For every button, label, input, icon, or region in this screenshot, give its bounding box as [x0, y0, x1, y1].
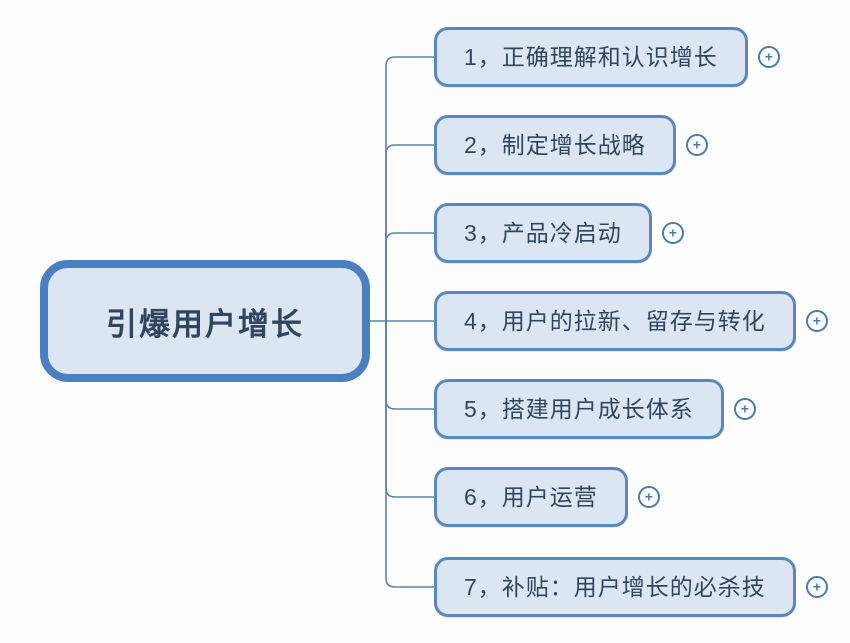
- plus-icon: +: [668, 224, 677, 241]
- branch-node-4[interactable]: 4，用户的拉新、留存与转化: [434, 291, 796, 351]
- branch-node-label: 2，制定增长战略: [464, 131, 646, 158]
- branch-node-5[interactable]: 5，搭建用户成长体系: [434, 379, 724, 439]
- root-node-label: 引爆用户增长: [106, 306, 304, 342]
- branch-node-3[interactable]: 3，产品冷启动: [434, 203, 652, 263]
- branch-node-label: 1，正确理解和认识增长: [464, 43, 718, 70]
- branch-node-label: 7，补贴：用户增长的必杀技: [464, 573, 766, 600]
- plus-icon: +: [644, 488, 653, 505]
- plus-icon: +: [740, 400, 749, 417]
- plus-icon: +: [764, 48, 773, 65]
- branch-row-2: 2，制定增长战略 +: [434, 115, 708, 175]
- connector-branch-3: [385, 232, 434, 321]
- connector-branch-2: [385, 144, 434, 321]
- branch-node-label: 5，搭建用户成长体系: [464, 395, 694, 422]
- branch-node-label: 4，用户的拉新、留存与转化: [464, 307, 766, 334]
- expand-button-6[interactable]: +: [637, 486, 660, 508]
- root-node[interactable]: 引爆用户增长: [40, 260, 370, 382]
- branch-row-5: 5，搭建用户成长体系 +: [434, 379, 756, 439]
- expand-button-2[interactable]: +: [685, 134, 708, 156]
- plus-icon: +: [812, 578, 821, 595]
- branch-row-1: 1，正确理解和认识增长 +: [434, 27, 780, 87]
- branch-node-label: 6，用户运营: [464, 483, 598, 510]
- branch-node-7[interactable]: 7，补贴：用户增长的必杀技: [434, 557, 796, 617]
- plus-icon: +: [812, 312, 821, 329]
- plus-icon: +: [692, 136, 701, 153]
- branch-row-3: 3，产品冷启动 +: [434, 203, 684, 263]
- connector-branch-7: [385, 321, 434, 588]
- branch-node-6[interactable]: 6，用户运营: [434, 467, 628, 527]
- expand-button-7[interactable]: +: [805, 576, 828, 598]
- branch-row-6: 6，用户运营 +: [434, 467, 660, 527]
- connector-branch-1: [385, 56, 434, 321]
- branch-row-4: 4，用户的拉新、留存与转化 +: [434, 291, 828, 351]
- branch-node-1[interactable]: 1，正确理解和认识增长: [434, 27, 748, 87]
- expand-button-1[interactable]: +: [757, 46, 780, 68]
- expand-button-4[interactable]: +: [805, 310, 828, 332]
- branch-node-label: 3，产品冷启动: [464, 219, 622, 246]
- connector-branch-5: [385, 321, 434, 410]
- branch-node-2[interactable]: 2，制定增长战略: [434, 115, 676, 175]
- expand-button-3[interactable]: +: [661, 222, 684, 244]
- expand-button-5[interactable]: +: [733, 398, 756, 420]
- branch-row-7: 7，补贴：用户增长的必杀技 +: [434, 557, 828, 617]
